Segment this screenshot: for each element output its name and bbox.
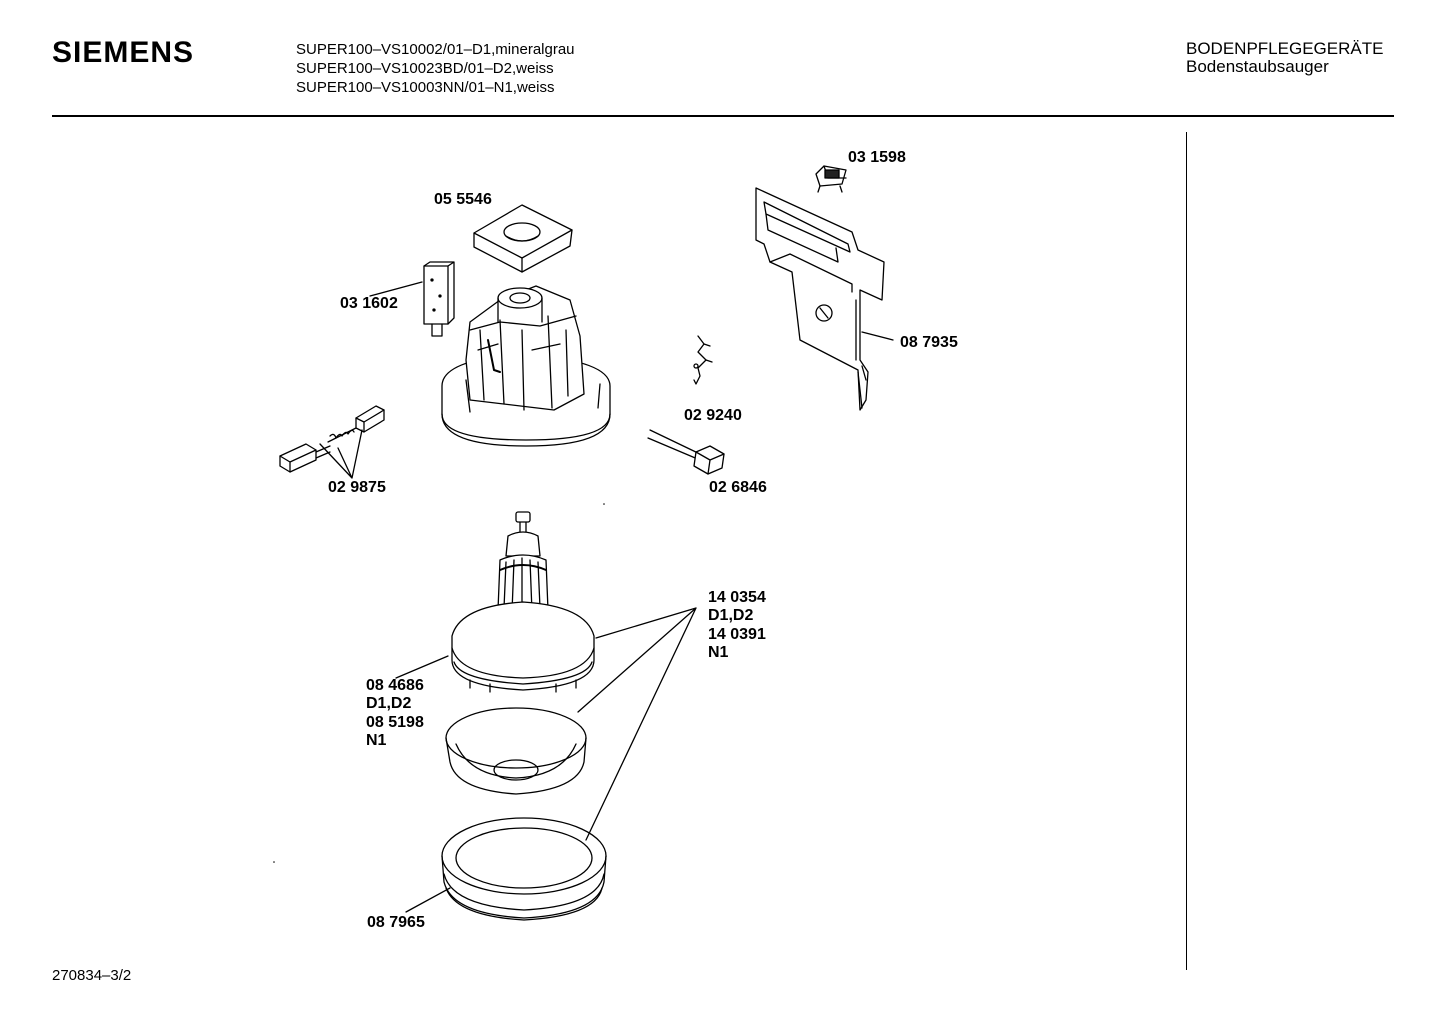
label-031598: 03 1598 <box>848 149 906 166</box>
label-084686-variant: D1,D2 <box>366 695 411 712</box>
label-029240: 02 9240 <box>684 407 742 424</box>
part-087935-drawing <box>755 187 885 411</box>
brand-logo: SIEMENS <box>52 36 195 69</box>
category-subtitle: Bodenstaubsauger <box>1186 57 1329 76</box>
bearing-shield-drawing <box>451 601 595 693</box>
part-029875-drawing <box>279 405 385 473</box>
model-line: SUPER100–VS10023BD/01–D2,weiss <box>296 60 554 77</box>
motor-housing-drawing <box>441 285 611 447</box>
label-140391: 14 0391 <box>708 626 766 643</box>
part-026846-drawing <box>647 429 725 475</box>
leader-084686 <box>395 655 449 679</box>
label-084686: 08 4686 <box>366 677 424 694</box>
cover-ring-drawing <box>445 707 587 795</box>
model-line: SUPER100–VS10003NN/01–N1,weiss <box>296 79 555 96</box>
label-085198: 08 5198 <box>366 714 424 731</box>
leader-029875 <box>319 429 363 479</box>
label-140354: 14 0354 <box>708 589 766 606</box>
label-085198-variant: N1 <box>366 732 387 749</box>
category-block: BODENPFLEGEGERÄTE Bodenstaubsauger <box>1186 40 1383 76</box>
model-line: SUPER100–VS10002/01–D1,mineralgrau <box>296 41 575 58</box>
part-087965-drawing <box>441 817 607 921</box>
model-list: SUPER100–VS10002/01–D1,mineralgrau SUPER… <box>296 40 575 97</box>
label-029875: 02 9875 <box>328 479 386 496</box>
document-code: 270834–3/2 <box>52 967 132 984</box>
leader-031602 <box>369 281 423 297</box>
label-140391-variant: N1 <box>708 644 729 661</box>
header-divider <box>52 115 1394 117</box>
leader-087935 <box>861 331 894 341</box>
category-title: BODENPFLEGEGERÄTE <box>1186 39 1384 58</box>
label-055546: 05 5546 <box>434 191 492 208</box>
label-087965: 08 7965 <box>367 914 425 931</box>
side-divider <box>1186 132 1187 970</box>
part-031602-drawing <box>423 261 455 337</box>
part-055546-drawing <box>473 204 573 273</box>
label-026846: 02 6846 <box>709 479 767 496</box>
leader-140354 <box>577 607 697 841</box>
label-031602: 03 1602 <box>340 295 398 312</box>
part-029240-drawing <box>693 335 713 385</box>
leader-087965 <box>405 887 451 913</box>
label-140354-variant: D1,D2 <box>708 607 753 624</box>
part-031598-drawing <box>815 165 847 193</box>
label-087935: 08 7935 <box>900 334 958 351</box>
